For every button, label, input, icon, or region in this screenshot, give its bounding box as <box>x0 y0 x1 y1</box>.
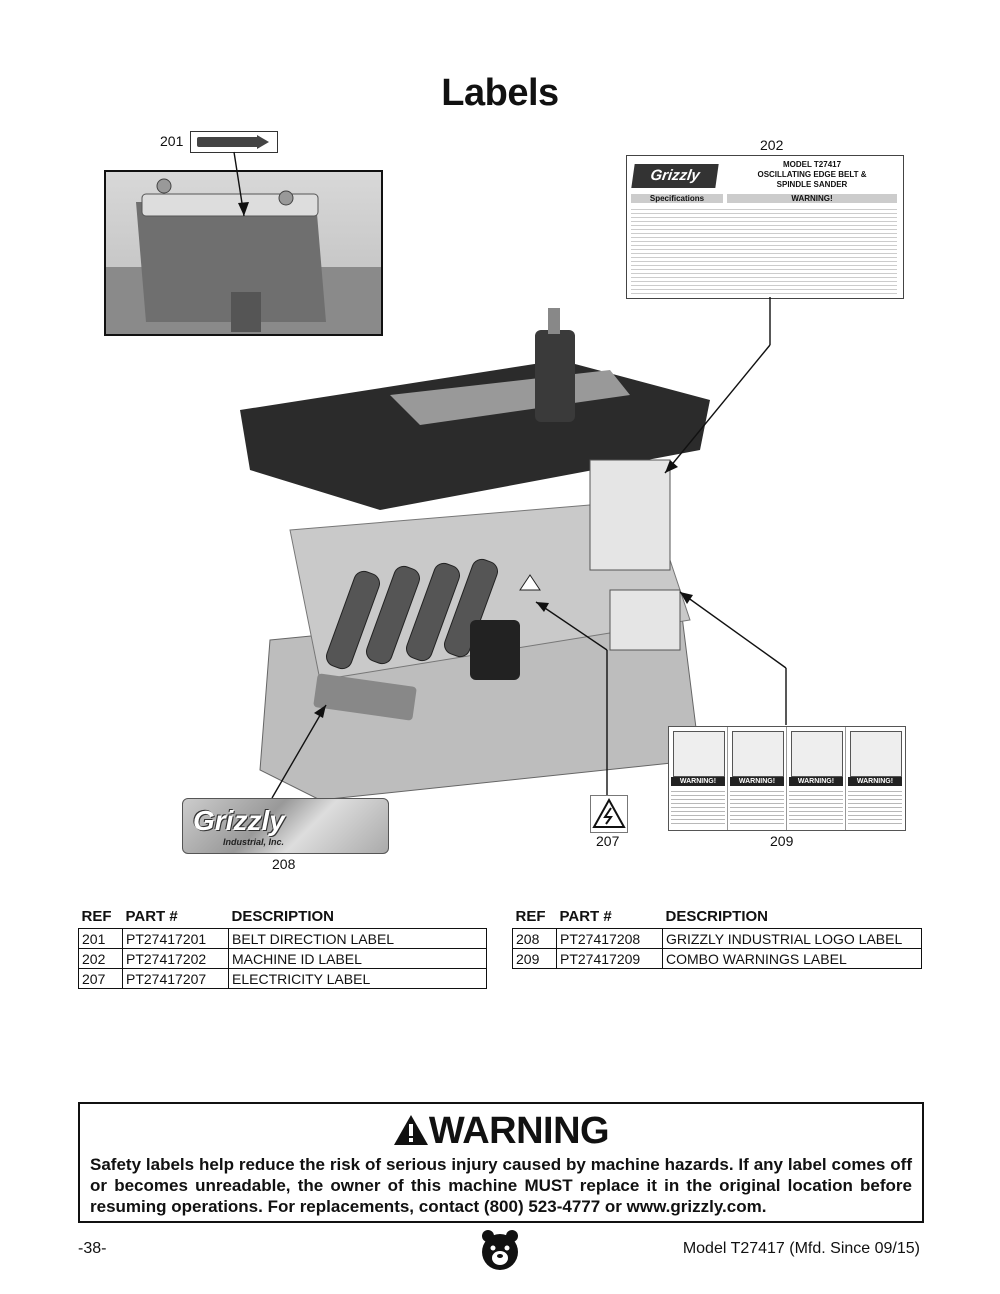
cell-description: ELECTRICITY LABEL <box>228 968 487 989</box>
grizzly-logo: Grizzly <box>193 805 285 836</box>
cell-description: MACHINE ID LABEL <box>228 948 487 969</box>
cell-ref: 201 <box>78 928 123 949</box>
grizzly-bear-icon <box>478 1228 522 1272</box>
cell-description: BELT DIRECTION LABEL <box>228 928 487 949</box>
warning-triangle-icon <box>393 1115 428 1145</box>
warning-entanglement: WARNING! <box>728 727 787 830</box>
entanglement-icon <box>732 731 784 777</box>
header-ref: REF <box>81 908 112 925</box>
manual-icon <box>850 731 902 777</box>
safety-glasses-icon <box>791 731 843 777</box>
parts-table-left: REF PART # DESCRIPTION 201 PT27417201 BE… <box>78 908 487 989</box>
header-description: DESCRIPTION <box>231 908 335 925</box>
model-line-2: OSCILLATING EDGE BELT & <box>757 170 867 179</box>
table-row: 202 PT27417202 MACHINE ID LABEL <box>78 948 487 969</box>
warning-title: WARNING <box>80 1110 922 1153</box>
warning-tag: WARNING! <box>848 777 902 786</box>
specifications-heading: Specifications <box>631 194 723 203</box>
fine-print <box>789 788 843 826</box>
model-line-1: MODEL T27417 <box>782 160 842 169</box>
cell-ref: 208 <box>512 928 557 949</box>
callout-207: 207 <box>596 833 620 849</box>
arrow-shaft <box>197 137 259 147</box>
header-description: DESCRIPTION <box>665 908 769 925</box>
electric-hazard-icon <box>592 797 626 828</box>
table-header: REF PART # DESCRIPTION <box>513 908 922 929</box>
fine-print <box>631 206 897 294</box>
page-title: Labels <box>441 72 559 114</box>
fine-print <box>671 788 725 826</box>
warning-tag: WARNING! <box>671 777 725 786</box>
cell-part: PT27417207 <box>122 968 229 989</box>
warning-title-text: WARNING <box>428 1110 610 1152</box>
logo-subtitle: Industrial, Inc. <box>223 837 285 847</box>
cell-ref: 207 <box>78 968 123 989</box>
table-row: 209 PT27417209 COMBO WARNINGS LABEL <box>512 948 922 969</box>
belt-closeup-photo <box>104 170 383 336</box>
header-ref: REF <box>515 908 546 925</box>
cell-part: PT27417209 <box>556 948 663 969</box>
electricity-label <box>590 795 628 833</box>
cell-ref: 202 <box>78 948 123 969</box>
model-name: MODEL T27417 OSCILLATING EDGE BELT & SPI… <box>727 160 897 190</box>
warning-read-manual: WARNING! <box>846 727 904 830</box>
cell-part: PT27417201 <box>122 928 229 949</box>
header-part: PART # <box>125 908 178 925</box>
sander-machine-photo <box>230 300 720 805</box>
warning-eye-lung: WARNING! <box>787 727 846 830</box>
table-header: REF PART # DESCRIPTION <box>79 908 487 929</box>
model-footer: Model T27417 (Mfd. Since 09/15) <box>682 1240 920 1257</box>
combo-warnings-label: WARNING! WARNING! WARNING! WARNING! <box>668 726 906 831</box>
cell-ref: 209 <box>512 948 557 969</box>
callout-209: 209 <box>770 833 794 849</box>
machine-id-label: Grizzly MODEL T27417 OSCILLATING EDGE BE… <box>626 155 904 299</box>
cell-description: COMBO WARNINGS LABEL <box>662 948 922 969</box>
callout-208: 208 <box>272 856 296 872</box>
page-number: -38- <box>78 1240 107 1257</box>
arrow-right-icon <box>257 135 269 149</box>
warning-heading: WARNING! <box>727 194 897 203</box>
header-part: PART # <box>559 908 612 925</box>
parts-table-right: REF PART # DESCRIPTION 208 PT27417208 GR… <box>512 908 922 969</box>
table-row: 208 PT27417208 GRIZZLY INDUSTRIAL LOGO L… <box>512 928 922 949</box>
table-row: 207 PT27417207 ELECTRICITY LABEL <box>78 968 487 989</box>
cell-part: PT27417202 <box>122 948 229 969</box>
fine-print <box>730 788 784 826</box>
cell-description: GRIZZLY INDUSTRIAL LOGO LABEL <box>662 928 922 949</box>
table-row: 201 PT27417201 BELT DIRECTION LABEL <box>78 928 487 949</box>
warning-text: Safety labels help reduce the risk of se… <box>90 1155 912 1216</box>
warning-tag: WARNING! <box>730 777 784 786</box>
warning-injury-shock: WARNING! <box>669 727 728 830</box>
fine-print <box>848 788 902 826</box>
grizzly-logo-label: Grizzly Industrial, Inc. <box>182 798 389 854</box>
cell-part: PT27417208 <box>556 928 663 949</box>
plug-icon <box>673 731 725 777</box>
warning-box: WARNING Safety labels help reduce the ri… <box>78 1102 924 1223</box>
warning-tag: WARNING! <box>789 777 843 786</box>
callout-201: 201 <box>160 133 184 149</box>
model-line-3: SPINDLE SANDER <box>776 180 848 189</box>
callout-202: 202 <box>760 137 784 153</box>
